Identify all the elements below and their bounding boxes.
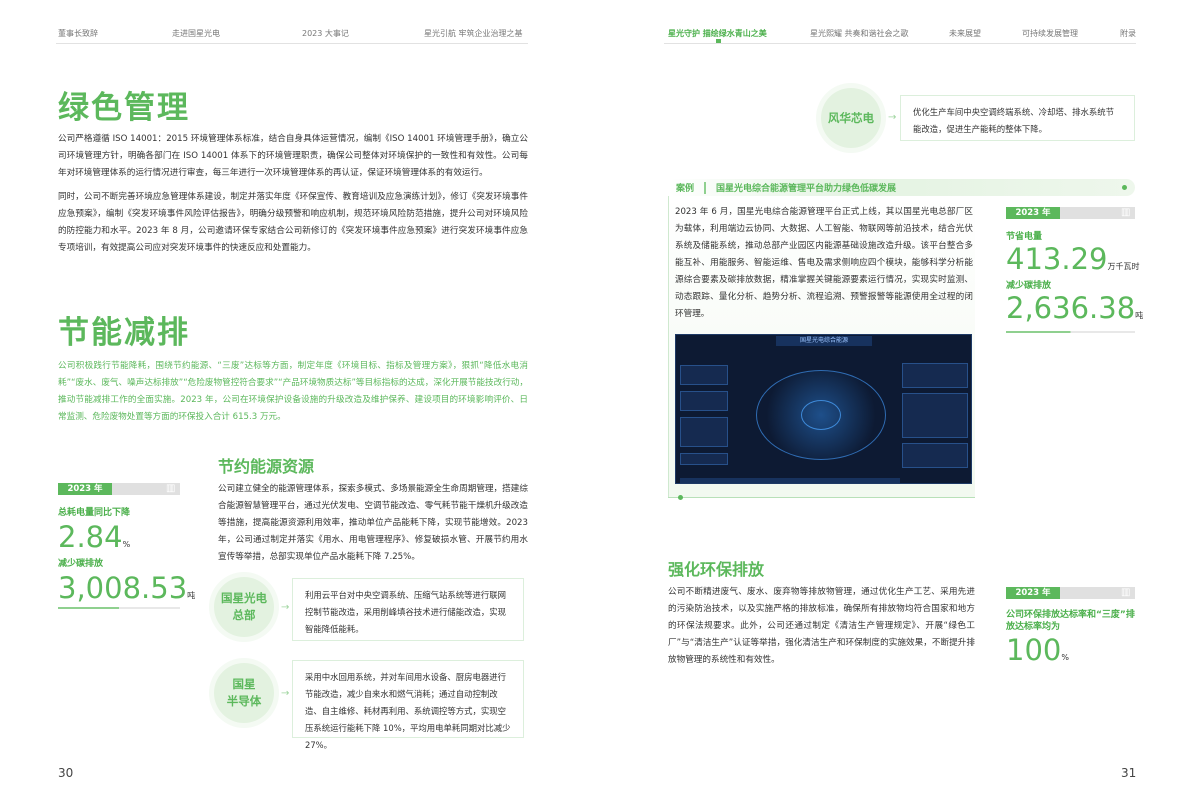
nav-item[interactable]: 星光引航 牢筑企业治理之基 — [424, 29, 523, 38]
stat-value: 413.29 — [1006, 242, 1108, 276]
unit-name: 风华芯电 — [828, 110, 874, 125]
nav-item[interactable]: 附录 — [1120, 29, 1136, 38]
divider — [668, 497, 975, 498]
unit-name: 总部 — [232, 608, 256, 622]
stat-value: 2,636.38 — [1006, 291, 1136, 325]
year-badge: 2023 年 — [58, 483, 112, 495]
body-text: 公司不断精进废气、废水、废弃物等排放物管理，通过优化生产工艺、采用先进的污染防治… — [668, 587, 975, 665]
chart-icon: ▥ — [166, 483, 176, 494]
unit-description: 采用中水回用系统，并对车间用水设备、厨房电器进行节能改造，减少自来水和燃气消耗；… — [292, 660, 524, 750]
intro-text: 公司积极践行节能降耗，围绕节约能源、“三废”达标等方面，制定年度《环境目标、指标… — [58, 361, 528, 422]
subsection-title: 节约能源资源 — [218, 457, 315, 476]
case-title: 国星光电综合能源管理平台助力绿色低碳发展 — [716, 184, 897, 194]
divider — [1006, 331, 1135, 333]
chart-icon: ▥ — [1121, 207, 1131, 218]
nav-item[interactable]: 可持续发展管理 — [1022, 29, 1078, 38]
body-text: 公司建立健全的能源管理体系，探索多模式、多场景能源全生命周期管理，搭建综合能源智… — [218, 484, 528, 562]
unit-description: 优化生产车间中央空调终端系统、冷却塔、排水系统节能改造，促进生产能耗的整体下降。 — [900, 95, 1135, 141]
nav-item[interactable]: 董事长致辞 — [58, 29, 98, 38]
active-indicator — [716, 39, 721, 44]
stat-label: 节省电量 — [1006, 232, 1043, 242]
dashboard-screenshot: 国星光电综合能源 — [675, 334, 972, 484]
case-text: 2023 年 6 月，国星光电综合能源管理平台正式上线，其以国星光电总部厂区为载… — [675, 207, 973, 319]
dot-icon — [678, 495, 683, 500]
stat-value: 2.84 — [58, 520, 123, 554]
stat-unit: 万千瓦时 — [1107, 262, 1140, 271]
unit-circle: 国星光电总部 — [214, 577, 274, 637]
page-number: 31 — [1121, 766, 1137, 780]
stat-label: 减少碳排放 — [1006, 281, 1052, 291]
subsection-title: 强化环保排放 — [668, 560, 765, 579]
nav-item[interactable]: 走进国星光电 — [172, 29, 220, 38]
section-title: 节能减排 — [58, 315, 190, 351]
stat-unit: % — [122, 540, 131, 549]
case-banner: 案例 国星光电综合能源管理平台助力绿色低碳发展 — [668, 179, 1135, 196]
chart-icon: ▥ — [1121, 587, 1131, 598]
dashboard-title: 国星光电综合能源 — [776, 336, 872, 346]
nav-item-active[interactable]: 星光守护 描绘绿水青山之美 — [668, 29, 767, 38]
divider — [704, 181, 707, 194]
body-text: 公司严格遵循 ISO 14001：2015 环境管理体系标准，结合自身具体运营情… — [58, 131, 528, 264]
unit-name: 半导体 — [226, 694, 262, 708]
nav-divider — [664, 43, 1136, 44]
unit-name: 国星 — [232, 677, 256, 691]
nav-item[interactable]: 未来展望 — [949, 29, 981, 38]
nav-item[interactable]: 2023 大事记 — [302, 29, 349, 38]
stat-unit: 吨 — [1135, 311, 1144, 320]
unit-circle: 风华芯电 — [821, 88, 881, 148]
divider — [58, 607, 180, 609]
dot-icon — [1122, 185, 1127, 190]
stat-label: 减少碳排放 — [58, 559, 104, 569]
arrow-right-icon: → — [281, 688, 290, 699]
section-title: 绿色管理 — [58, 90, 190, 126]
nav-divider — [56, 43, 528, 44]
stat-label: 公司环保排放达标率和“三废”排放达标率均为 — [1006, 610, 1135, 632]
stat-unit: % — [1061, 653, 1069, 662]
stats-card: 2023 年 ▥ 总耗电量同比下降 2.84% 减少碳排放 3,008.53吨 — [58, 483, 195, 609]
paragraph: 同时，公司不断完善环境应急管理体系建设，制定并落实年度《环保宣传、教育培训及应急… — [58, 192, 528, 253]
paragraph: 公司严格遵循 ISO 14001：2015 环境管理体系标准，结合自身具体运营情… — [58, 134, 528, 178]
stat-value: 3,008.53 — [58, 571, 188, 605]
nav-item[interactable]: 星光熙耀 共奏和谐社会之歌 — [810, 29, 909, 38]
arrow-right-icon: → — [888, 112, 897, 123]
stat-unit: 吨 — [187, 591, 196, 600]
page-number: 30 — [58, 766, 74, 780]
unit-circle: 国星半导体 — [214, 663, 274, 723]
stat-value: 100 — [1006, 633, 1062, 667]
year-badge: 2023 年 — [1006, 207, 1060, 219]
unit-description: 利用云平台对中央空调系统、压缩气站系统等进行联网控制节能改造，采用削峰填谷技术进… — [292, 578, 524, 641]
stat-label: 总耗电量同比下降 — [58, 508, 131, 518]
stats-card: 2023 年 ▥ 公司环保排放达标率和“三废”排放达标率均为 100% — [1006, 587, 1135, 667]
unit-name: 国星光电 — [221, 591, 267, 605]
year-badge: 2023 年 — [1006, 587, 1060, 599]
stats-card: 2023 年 ▥ 节省电量 413.29万千瓦时 减少碳排放 2,636.38吨 — [1006, 207, 1143, 333]
arrow-right-icon: → — [281, 602, 290, 613]
case-tag: 案例 — [676, 184, 695, 194]
